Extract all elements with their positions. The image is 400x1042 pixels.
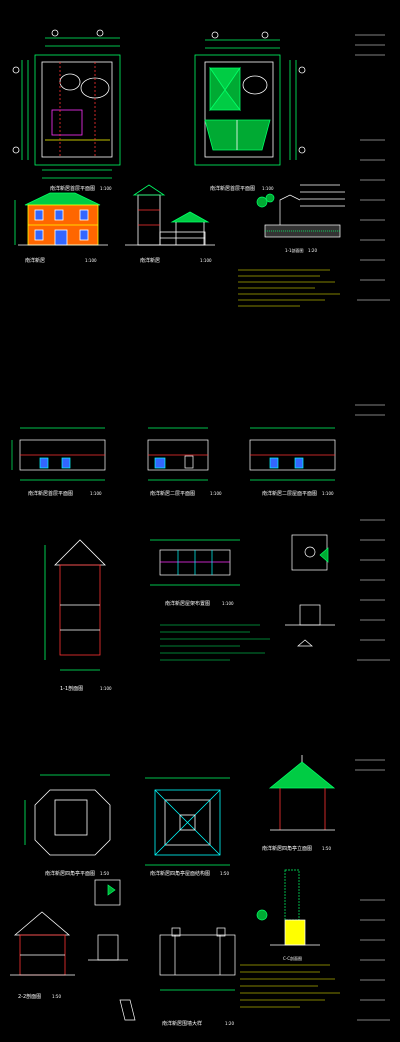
section-detail-scale: 1:20 bbox=[308, 248, 317, 253]
wall-detail-scale: 1:20 bbox=[225, 1021, 234, 1026]
roof-plan-title: 南洋新居首层平面图 bbox=[210, 185, 255, 192]
roof-frame-scale: 1:100 bbox=[222, 601, 234, 606]
title-block-3 bbox=[355, 759, 390, 1021]
pavilion-section: 2-2剖面图 1:50 bbox=[10, 911, 75, 1000]
pavilion-plan-scale: 1:50 bbox=[100, 871, 109, 876]
front-elevation-scale: 1:100 bbox=[85, 258, 97, 263]
pavilion-elevation-title: 南洋新居四角亭立面图 bbox=[262, 845, 312, 852]
roof-plan: 南洋新居首层平面图 1:100 bbox=[194, 31, 306, 192]
notes-block-2 bbox=[160, 624, 270, 661]
wall-detail-title: 南洋新居围墙大样 bbox=[162, 1020, 202, 1027]
pavilion-roof-structure: 南洋新居四角亭屋面结构图 1:50 bbox=[145, 777, 230, 877]
side-elevation-title: 南洋新居 bbox=[140, 257, 160, 264]
pavilion-roof-title: 南洋新居四角亭屋面结构图 bbox=[150, 870, 210, 877]
front-elevation: 南洋新居 1:100 bbox=[14, 192, 108, 264]
roof-frame-title: 南洋新居屋架布置图 bbox=[165, 600, 210, 607]
floor-plan-3-title: 南洋新居二层屋面平面图 bbox=[262, 490, 317, 497]
floor-plan-3: 南洋新居二层屋面平面图 1:100 bbox=[249, 427, 336, 497]
floor-plan-1: 南洋新居首层平面图 1:100 bbox=[11, 427, 106, 497]
floor-plan-2-title: 南洋新居二层平面图 bbox=[150, 490, 195, 497]
roof-frame-plan: 南洋新居屋架布置图 1:100 bbox=[150, 539, 240, 607]
floor-plan-2-scale: 1:100 bbox=[210, 491, 222, 496]
notes-block-3 bbox=[240, 964, 340, 1008]
pavilion-section-title: 2-2剖面图 bbox=[18, 993, 41, 1000]
c-section: C-C剖面图 bbox=[256, 869, 320, 961]
floor-plan-1-title: 南洋新居首层平面图 bbox=[28, 490, 73, 497]
column-detail bbox=[285, 534, 335, 647]
sheet-3: 南洋新居四角亭平面图 1:50 南洋新居四角亭屋面结构图 1:50 南洋新居四角… bbox=[10, 755, 390, 1027]
ground-floor-plan: 南洋新居首层平面图 1:100 bbox=[12, 29, 121, 192]
side-elevation: 南洋新居 1:100 bbox=[125, 184, 215, 264]
sheet-2: 南洋新居首层平面图 1:100 南洋新居二层平面图 1:100 南洋新居二层屋面… bbox=[11, 404, 390, 692]
pavilion-section-scale: 1:50 bbox=[52, 994, 61, 999]
floor-plan-1-scale: 1:100 bbox=[90, 491, 102, 496]
plan-1-title: 南洋新居首层平面图 bbox=[50, 185, 95, 192]
section-detail-title: 1-1剖面图 bbox=[285, 247, 304, 253]
pavilion-plan-title: 南洋新居四角亭平面图 bbox=[45, 870, 95, 877]
pavilion-plan: 南洋新居四角亭平面图 1:50 bbox=[24, 774, 111, 877]
wall-section-detail: 1-1剖面图 1:20 bbox=[256, 184, 345, 253]
section-1-scale: 1:100 bbox=[100, 686, 112, 691]
section-1-title: 1-1剖面图 bbox=[60, 685, 83, 692]
section-1-1: 1-1剖面图 1:100 bbox=[44, 539, 112, 692]
front-elevation-title: 南洋新居 bbox=[25, 257, 45, 264]
title-block-1 bbox=[355, 34, 390, 301]
floor-plan-3-scale: 1:100 bbox=[322, 491, 334, 496]
roof-plan-scale: 1:100 bbox=[262, 186, 274, 191]
c-section-title: C-C剖面图 bbox=[283, 955, 302, 961]
floor-plan-2: 南洋新居二层平面图 1:100 bbox=[147, 427, 222, 497]
column-base-details bbox=[88, 879, 136, 1021]
side-elevation-scale: 1:100 bbox=[200, 258, 212, 263]
pavilion-elevation-scale: 1:50 bbox=[322, 846, 331, 851]
notes-block-1 bbox=[238, 269, 340, 307]
title-block-2 bbox=[355, 404, 390, 661]
pavilion-roof-scale: 1:50 bbox=[220, 871, 229, 876]
pavilion-elevation: 南洋新居四角亭立面图 1:50 bbox=[262, 755, 336, 852]
wall-detail: 南洋新居围墙大样 1:20 bbox=[159, 927, 236, 1027]
sheet-1: 南洋新居首层平面图 1:100 南洋新居首层平面图 1:100 bbox=[12, 29, 390, 307]
plan-1-scale: 1:100 bbox=[100, 186, 112, 191]
